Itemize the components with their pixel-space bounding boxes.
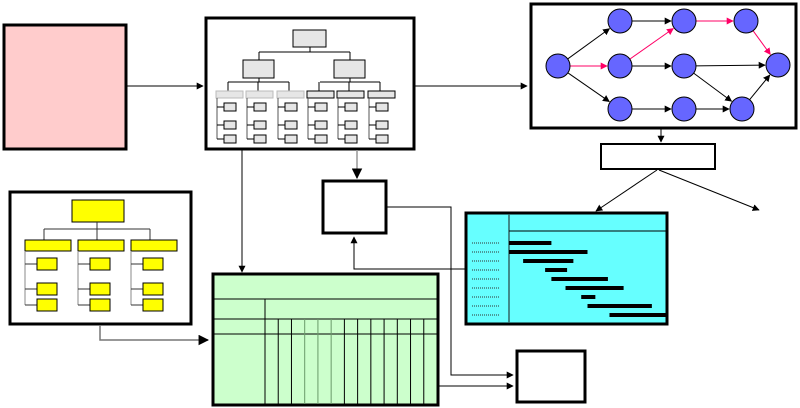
network-node (671, 53, 697, 79)
gantt-bar (587, 304, 652, 308)
gantt-bar (509, 250, 588, 254)
wbs-task-box (284, 120, 298, 130)
wbs-level3-box (336, 90, 365, 99)
org-member-box (89, 282, 111, 296)
wbs-task-box (375, 134, 389, 144)
gantt-bar (545, 268, 568, 272)
connector-gantt-to-middle (350, 236, 466, 270)
network-node (607, 96, 633, 122)
wbs-task-box (344, 102, 358, 112)
schedule-box (600, 143, 716, 170)
network-node (671, 8, 697, 34)
org-dept-box (24, 239, 72, 252)
wbs-task-box (223, 102, 237, 112)
wbs-task-box (223, 120, 237, 130)
gantt-bar (581, 295, 596, 299)
critical-path-edge (752, 30, 771, 56)
gantt-bar (523, 259, 574, 263)
wbs-task-box (344, 134, 358, 144)
org-member-box (36, 298, 58, 312)
network-node (545, 53, 571, 79)
gantt-bar (565, 286, 624, 290)
wbs-task-box (314, 102, 328, 112)
input-box (2, 23, 128, 151)
wbs-chart (204, 16, 416, 151)
wbs-task-box (223, 134, 237, 144)
org-chart (8, 190, 193, 326)
wbs-task-box (253, 120, 267, 130)
wbs-task-box (284, 134, 298, 144)
gantt-bar (609, 313, 666, 317)
network-edge (749, 74, 771, 101)
network-node (733, 8, 759, 34)
org-member-box (142, 282, 164, 296)
wbs-task-box (375, 120, 389, 130)
wbs-root-box (292, 29, 327, 48)
org-member-box (142, 257, 164, 271)
wbs-task-box (375, 102, 389, 112)
org-dept-box (130, 239, 178, 252)
network-node (607, 8, 633, 34)
output-box (515, 349, 587, 404)
org-member-box (89, 298, 111, 312)
wbs-task-box (253, 102, 267, 112)
network-node (729, 96, 755, 122)
wbs-level2-box (242, 59, 275, 79)
responsibility-matrix (211, 272, 440, 407)
wbs-level3-box (245, 90, 274, 99)
network-node (671, 96, 697, 122)
gantt-bar (551, 277, 608, 281)
gantt-chart (464, 211, 669, 326)
middle-box (321, 179, 388, 235)
network-edge (695, 61, 766, 69)
wbs-task-box (253, 134, 267, 144)
network-node (765, 52, 791, 78)
wbs-task-box (284, 102, 298, 112)
connector-org-to-matrix (99, 325, 210, 346)
wbs-task-box (314, 120, 328, 130)
org-dept-box (77, 239, 125, 252)
network-edge (693, 72, 733, 102)
connector-schedule-to-gantt (595, 169, 658, 212)
gantt-bar (509, 241, 552, 245)
connector-schedule-to-right (658, 169, 760, 211)
org-root-box (71, 199, 125, 223)
org-member-box (36, 282, 58, 296)
org-member-box (142, 298, 164, 312)
wbs-task-box (344, 120, 358, 130)
network-diagram (529, 2, 798, 130)
critical-path-edge (629, 28, 674, 60)
wbs-level3-box (306, 90, 335, 99)
network-edge (567, 28, 611, 60)
connector-middle-to-output (387, 206, 514, 379)
wbs-level3-box (367, 90, 396, 99)
wbs-task-box (314, 134, 328, 144)
org-member-box (36, 257, 58, 271)
network-node (607, 53, 633, 79)
wbs-level3-box (276, 90, 305, 99)
network-edge (567, 72, 610, 103)
org-member-box (89, 257, 111, 271)
wbs-level3-box (215, 90, 244, 99)
wbs-level2-box (333, 59, 366, 79)
